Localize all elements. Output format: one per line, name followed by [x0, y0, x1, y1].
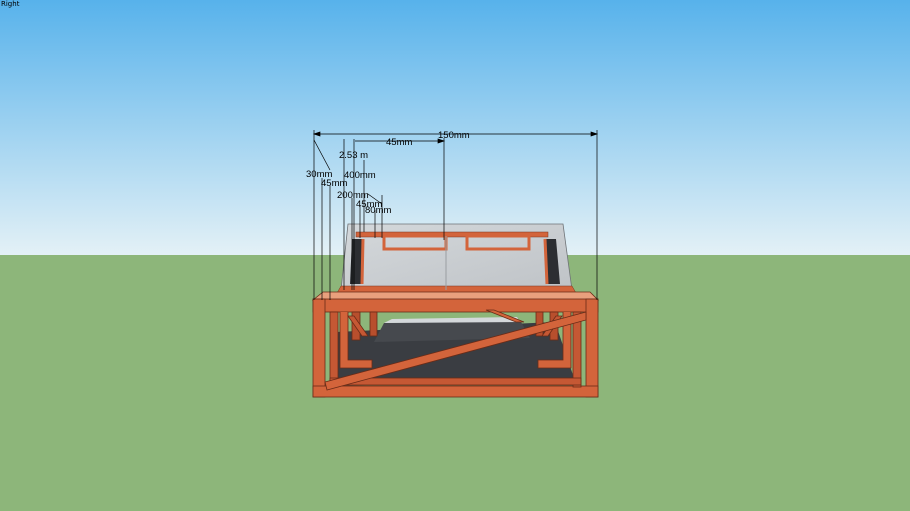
timber-frame	[311, 291, 599, 398]
dimension-label-45-mid: 45mm	[356, 199, 382, 210]
dimension-label-253: 2.53 m	[339, 150, 368, 161]
back-panel	[336, 223, 577, 294]
dimension-label-45-left: 45mm	[321, 178, 347, 189]
dimension-label-200: 200mm	[337, 190, 369, 201]
dimension-label-80: 80mm	[365, 205, 391, 216]
dimension-label-400: 400mm	[344, 170, 376, 181]
dimension-label-30: 30mm	[306, 169, 332, 180]
sky	[0, 0, 910, 256]
dimension-lines	[312, 130, 599, 300]
dimension-label-45-top: 45mm	[386, 137, 412, 148]
dimension-label-150: 150mm	[438, 130, 470, 141]
view-name-label: Right	[1, 0, 20, 8]
